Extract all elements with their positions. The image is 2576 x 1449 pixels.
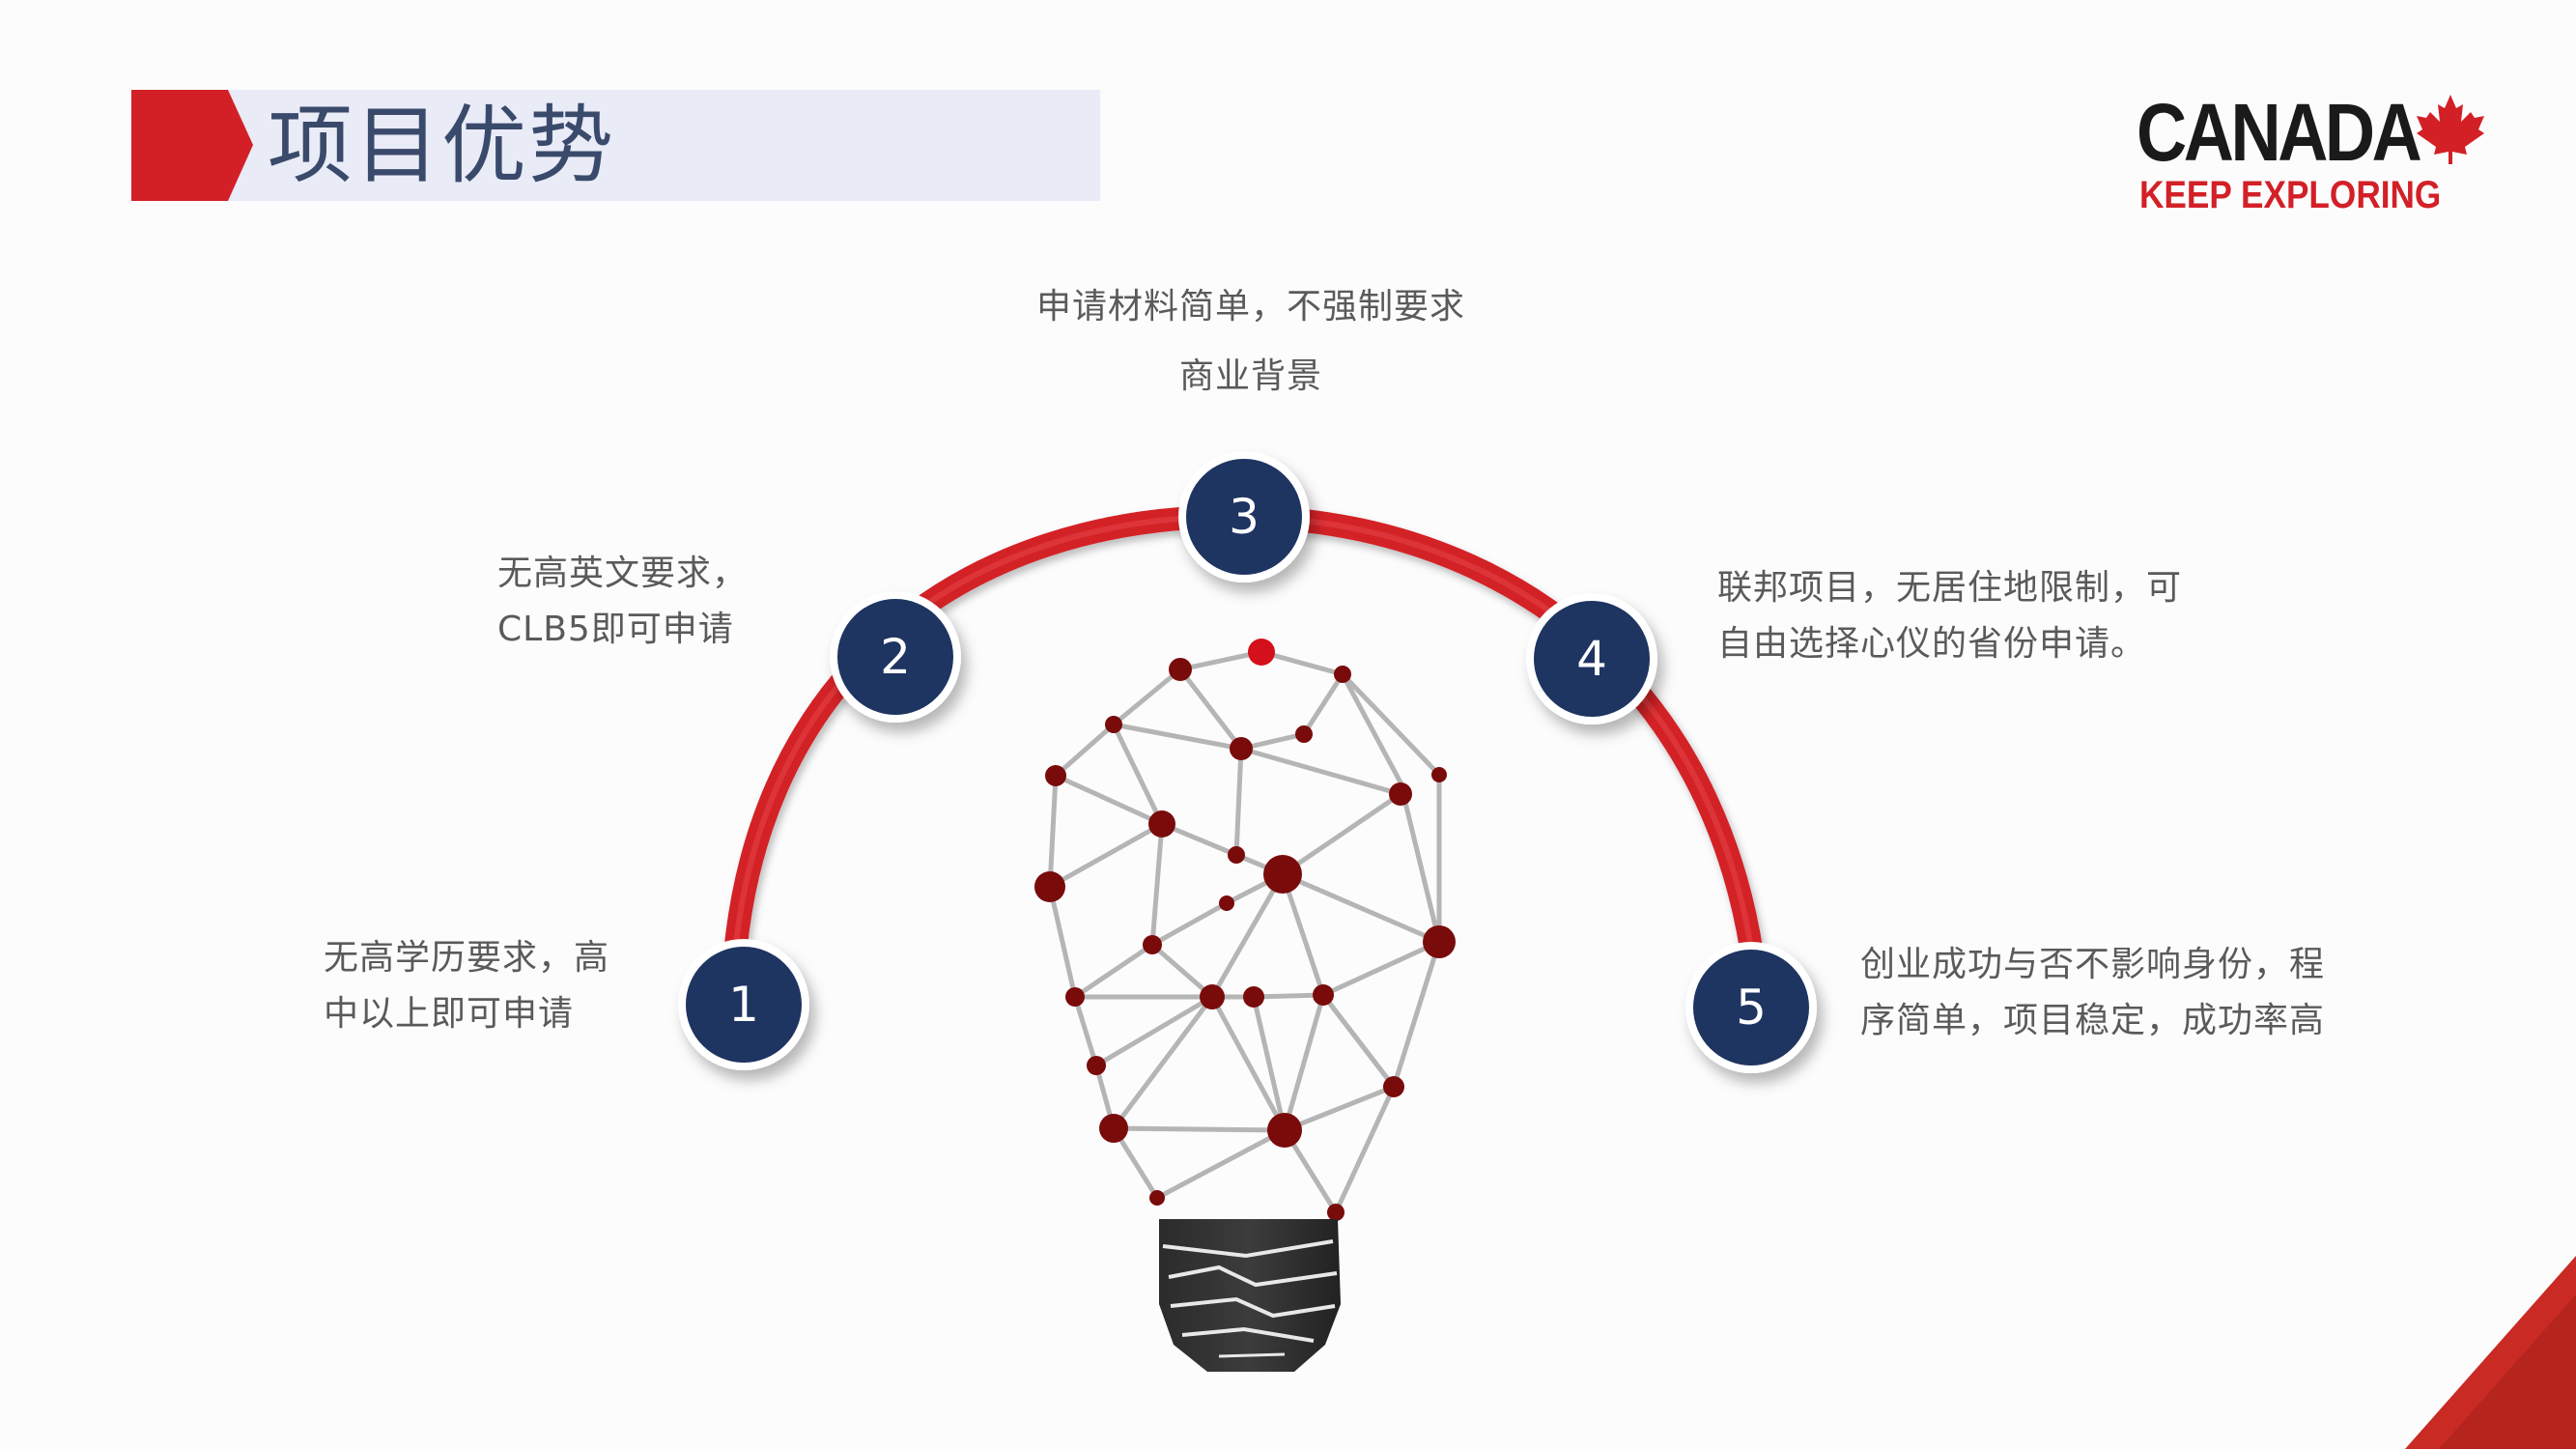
step-node-3: 3 (1178, 451, 1310, 582)
step-label-5: 创业成功与否不影响身份，程 序简单，项目稳定，成功率高 (1860, 937, 2325, 1049)
page-title: 项目优势 (268, 96, 616, 195)
title-flag (131, 90, 253, 201)
step-4-line-1: 联邦项目，无居住地限制，可 (1717, 568, 2183, 608)
logo-wordmark: CANADA (2137, 87, 2422, 178)
logo-tagline: KEEP EXPLORING (2139, 174, 2442, 216)
step-3-line-1: 申请材料简单，不强制要求 (1035, 287, 1465, 327)
step-node-1: 1 (678, 939, 809, 1070)
step-2-line-2: CLB5即可申请 (497, 610, 734, 649)
step-1-line-2: 中以上即可申请 (324, 994, 575, 1034)
lightbulb-nodes (1034, 639, 1456, 1221)
lightbulb-base (1159, 1219, 1341, 1372)
canada-logo: CANADA KEEP EXPLORING (2137, 89, 2494, 224)
step-2-line-1: 无高英文要求， (497, 554, 749, 593)
step-5-line-2: 序简单，项目稳定，成功率高 (1860, 1001, 2326, 1040)
step-number-1: 1 (728, 977, 759, 1033)
step-1-line-1: 无高学历要求，高 (324, 938, 610, 978)
step-number-2: 2 (880, 629, 911, 685)
step-node-5: 5 (1685, 942, 1817, 1073)
title-bar (131, 90, 1100, 201)
step-node-2: 2 (830, 591, 961, 723)
step-label-4: 联邦项目，无居住地限制，可 自由选择心仪的省份申请。 (1717, 560, 2182, 672)
step-number-3: 3 (1229, 489, 1260, 545)
step-number-4: 4 (1576, 631, 1607, 687)
step-number-5: 5 (1736, 980, 1767, 1036)
step-label-1: 无高学历要求，高 中以上即可申请 (324, 930, 609, 1042)
step-node-4: 4 (1526, 593, 1657, 724)
step-5-line-1: 创业成功与否不影响身份，程 (1860, 945, 2326, 984)
step-4-line-2: 自由选择心仪的省份申请。 (1717, 624, 2147, 664)
step-label-3: 申请材料简单，不强制要求 商业背景 (966, 272, 1536, 412)
step-label-2: 无高英文要求， CLB5即可申请 (497, 546, 748, 658)
step-3-line-2: 商业背景 (1178, 356, 1322, 396)
corner-accent (2405, 1256, 2576, 1449)
maple-leaf-icon (2417, 95, 2484, 164)
